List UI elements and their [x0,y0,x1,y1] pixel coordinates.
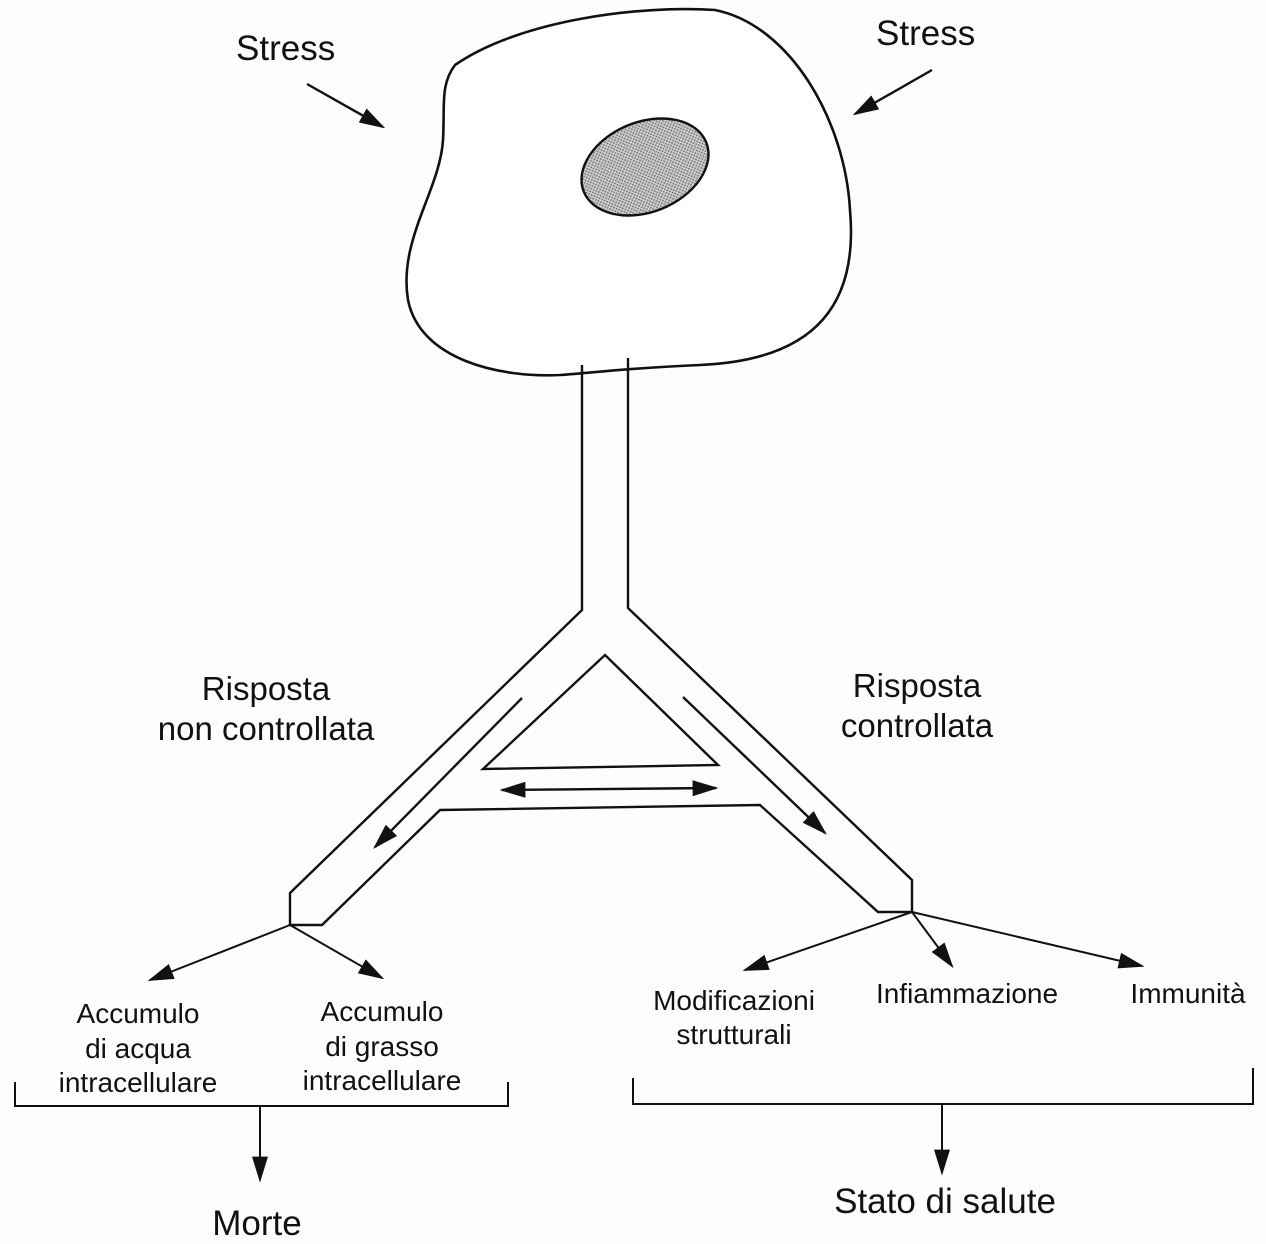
arrow-to-structural-changes [745,912,912,970]
immunity-label: Immunità [1130,978,1246,1009]
stress-label-left: Stress [236,29,335,68]
arrow-to-water-accumulation [150,925,290,980]
controlled-response-line2: controllata [841,707,994,744]
structural-changes-line1: Modificazioni [653,985,815,1016]
uncontrolled-response-line2: non controllata [158,710,375,747]
structural-changes-line2: strutturali [676,1019,791,1050]
arrow-to-fat-accumulation [290,925,382,978]
water-accumulation-line2: di acqua [85,1033,191,1064]
uncontrolled-response-line1: Risposta [202,670,331,707]
fat-accumulation-line3: intracellulare [303,1065,462,1096]
stress-label-right: Stress [876,14,975,53]
stress-arrow-right [855,70,932,114]
bidirectional-arrow [502,788,716,790]
controlled-response-line1: Risposta [853,667,982,704]
fat-accumulation-line2: di grasso [325,1031,439,1062]
right-bracket [633,1068,1253,1104]
inflammation-label: Infiammazione [876,978,1058,1009]
water-accumulation-line1: Accumulo [77,998,200,1029]
outcome-death: Morte [212,1204,301,1243]
outcome-health: Stato di salute [834,1182,1056,1221]
flow-arrow-left [375,698,522,847]
water-accumulation-line3: intracellulare [59,1067,218,1098]
fat-accumulation-line1: Accumulo [321,996,444,1027]
stress-arrow-left [307,84,383,127]
